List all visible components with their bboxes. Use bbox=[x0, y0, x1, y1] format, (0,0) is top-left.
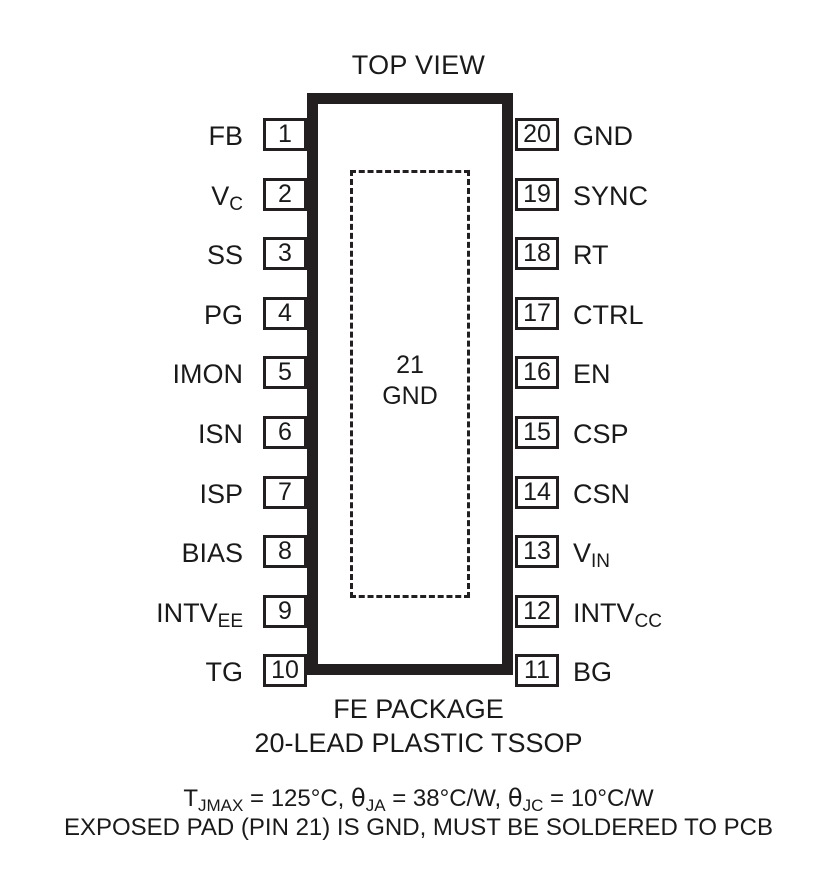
pin-name-subscript: IN bbox=[591, 551, 611, 573]
pin-name-text: SYNC bbox=[573, 180, 649, 211]
exposed-pad-label: 21 GND bbox=[350, 350, 470, 412]
pin-name-text: INTV bbox=[156, 597, 218, 628]
pin-name-text: BG bbox=[573, 657, 613, 688]
pin-name-subscript: EE bbox=[217, 610, 243, 632]
pin-name-text: BIAS bbox=[181, 538, 243, 569]
package-description: 20-LEAD PLASTIC TSSOP bbox=[254, 728, 583, 758]
pin-box-16: 16 bbox=[515, 356, 559, 390]
pin-label-18: RT bbox=[573, 239, 609, 272]
theta-ja-symbol: θ bbox=[351, 784, 366, 812]
exposed-pad-note: EXPOSED PAD (PIN 21) IS GND, MUST BE SOL… bbox=[63, 814, 774, 841]
pin-box-5: 5 bbox=[263, 356, 307, 390]
pin-label-14: CSN bbox=[573, 478, 630, 511]
top-view-label: TOP VIEW bbox=[351, 50, 486, 80]
pin-name-text: GND bbox=[573, 121, 633, 151]
pin-name-text: RT bbox=[573, 240, 609, 271]
pin-name-text: CSN bbox=[573, 478, 631, 509]
pin-label-13: VIN bbox=[573, 537, 610, 573]
pin-label-16: EN bbox=[573, 358, 611, 391]
pin-box-13: 13 bbox=[515, 535, 559, 569]
pin-box-9: 9 bbox=[263, 594, 307, 628]
pin-label-11: BG bbox=[573, 656, 612, 689]
pin-name-text: CSP bbox=[573, 419, 629, 449]
pin-label-10: TG bbox=[206, 656, 244, 689]
pin-name-text: CTRL bbox=[573, 299, 644, 330]
tjmax-subscript: JMAX bbox=[198, 796, 244, 815]
pin-box-3: 3 bbox=[263, 237, 307, 271]
pin-box-7: 7 bbox=[263, 475, 307, 509]
pin-label-5: IMON bbox=[173, 358, 244, 391]
pin-box-12: 12 bbox=[515, 594, 559, 628]
pin-name-text: V bbox=[573, 538, 592, 569]
pin-name-text: V bbox=[211, 180, 230, 211]
pin-box-11: 11 bbox=[515, 654, 559, 688]
pin-name-text: FB bbox=[208, 121, 243, 151]
pin-label-15: CSP bbox=[573, 418, 629, 451]
exposed-pad-outline bbox=[350, 170, 470, 598]
theta-jc-subscript: JC bbox=[522, 796, 544, 815]
pin-label-7: ISP bbox=[199, 478, 243, 511]
theta-ja-subscript: JA bbox=[365, 796, 386, 815]
pin-box-15: 15 bbox=[515, 416, 559, 449]
pin-label-19: SYNC bbox=[573, 180, 648, 213]
package-name: FE PACKAGE bbox=[333, 694, 504, 724]
tjmax-symbol: T bbox=[183, 785, 199, 812]
package-body-outline bbox=[307, 93, 513, 675]
pin-box-20: 20 bbox=[515, 118, 559, 151]
theta-jc-symbol: θ bbox=[507, 784, 523, 812]
pin-label-12: INTVCC bbox=[573, 597, 662, 633]
pin-box-19: 19 bbox=[515, 177, 559, 211]
pin-label-4: PG bbox=[204, 299, 243, 332]
pin-box-6: 6 bbox=[263, 416, 307, 449]
pin-name-text: IMON bbox=[172, 359, 244, 390]
pin-box-14: 14 bbox=[515, 475, 559, 509]
pin-label-17: CTRL bbox=[573, 299, 644, 332]
thermal-specs: TJMAX = 125°C, θJA = 38°C/W, θJC = 10°C/… bbox=[0, 784, 837, 815]
pin-label-20: GND bbox=[573, 120, 633, 153]
theta-ja-value: = 38°C/W, bbox=[385, 785, 508, 812]
exposed-pad-number: 21 bbox=[396, 351, 424, 379]
theta-jc-value: = 10°C/W bbox=[543, 785, 654, 812]
pin-box-18: 18 bbox=[515, 237, 559, 271]
pin-label-8: BIAS bbox=[181, 537, 243, 570]
tjmax-value: = 125°C, bbox=[243, 785, 352, 812]
pin-name-text: ISN bbox=[197, 419, 243, 449]
pin-box-4: 4 bbox=[263, 296, 307, 330]
pin-name-text: INTV bbox=[573, 597, 635, 628]
pin-name-text: EN bbox=[573, 359, 611, 390]
pin-label-1: FB bbox=[208, 120, 243, 153]
pin-box-17: 17 bbox=[515, 296, 559, 330]
pin-label-9: INTVEE bbox=[156, 597, 243, 633]
exposed-pad-name: GND bbox=[382, 382, 438, 410]
pin-name-subscript: C bbox=[229, 193, 243, 215]
pin-box-2: 2 bbox=[263, 177, 307, 211]
pin-name-text: PG bbox=[203, 299, 243, 330]
pin-name-subscript: CC bbox=[634, 610, 662, 632]
pin-box-8: 8 bbox=[263, 535, 307, 569]
pin-label-2: VC bbox=[211, 180, 243, 216]
pin-name-text: ISP bbox=[199, 478, 243, 509]
pin-label-3: SS bbox=[207, 239, 243, 272]
pin-label-6: ISN bbox=[198, 418, 243, 451]
pin-name-text: TG bbox=[205, 657, 244, 688]
pin-name-text: SS bbox=[206, 240, 243, 271]
pin-box-1: 1 bbox=[263, 118, 307, 151]
pin-box-10: 10 bbox=[263, 654, 307, 688]
